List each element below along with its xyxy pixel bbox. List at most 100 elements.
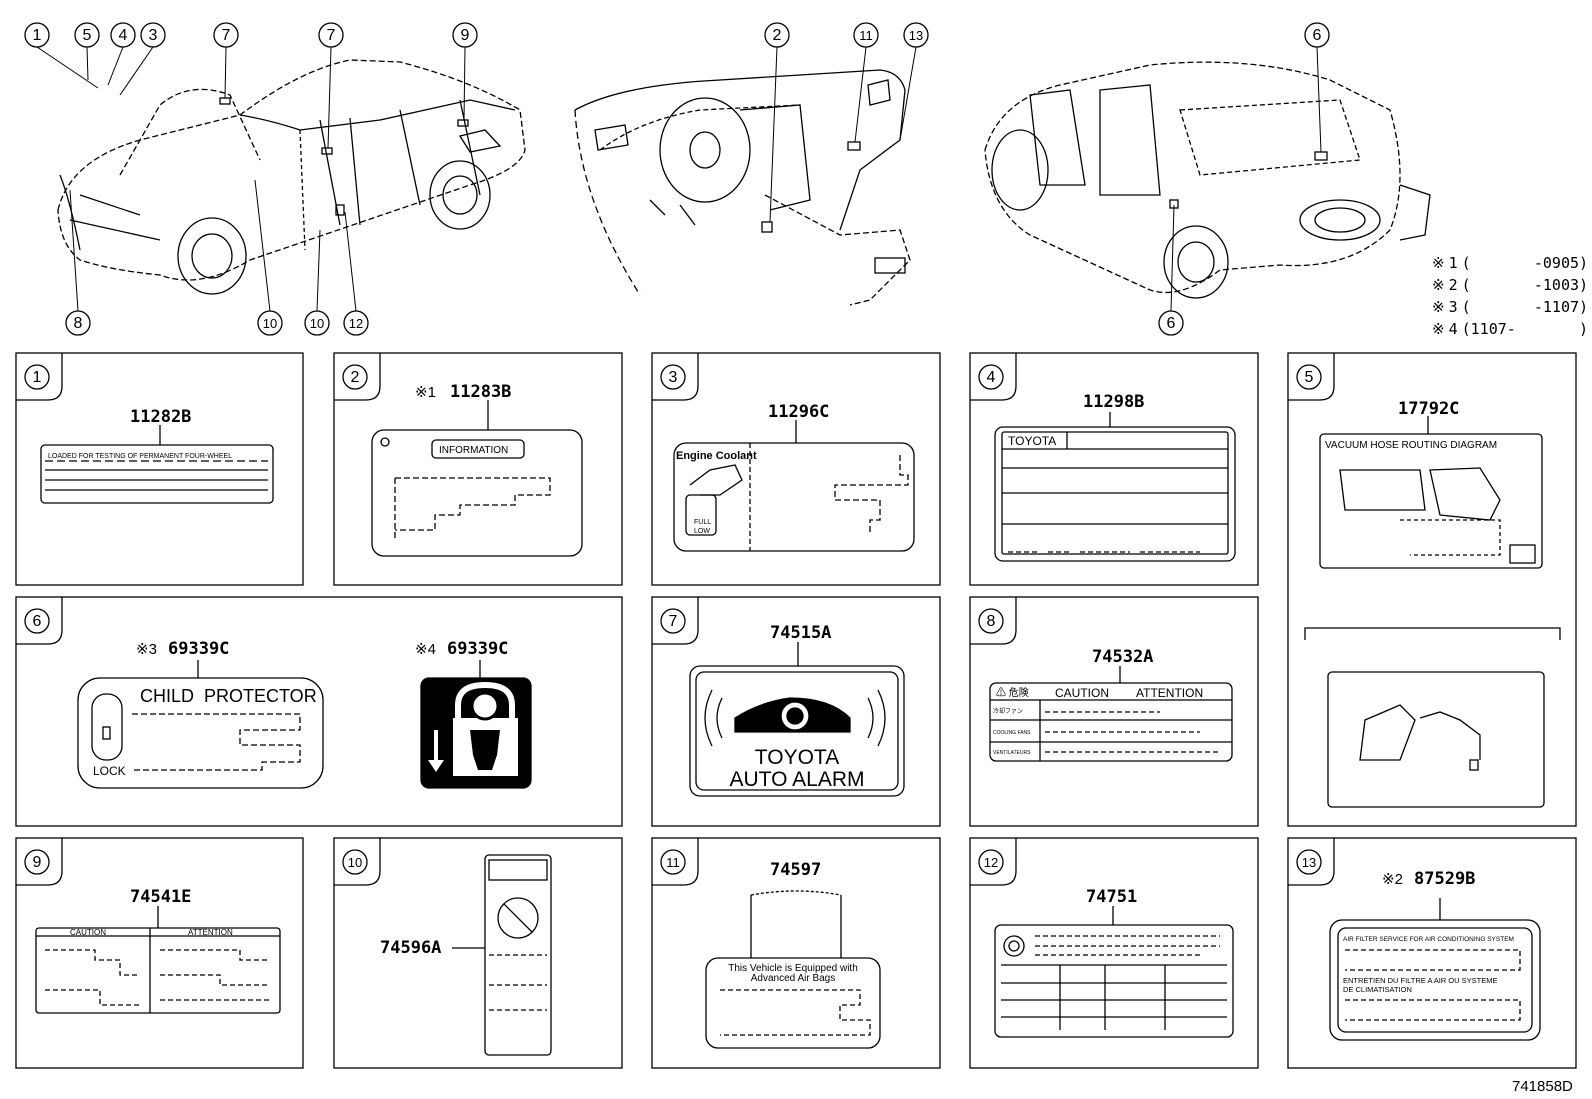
car-front-view xyxy=(57,59,526,295)
panel-10-number: 10 xyxy=(348,855,362,870)
panel-12-number: 12 xyxy=(984,855,998,870)
mark-69339C-b: ※4 xyxy=(415,641,436,658)
label-11282B-text: LOADED FOR TESTING OF PERMANENT FOUR-WHE… xyxy=(48,453,232,460)
label-74515A xyxy=(689,642,905,797)
note-mark: ※ xyxy=(1432,320,1445,338)
notes-legend: ※1( -0905) ※2( -1003) ※3( -1107) ※4(1107… xyxy=(1432,252,1588,340)
callout-7b: 7 xyxy=(327,27,336,44)
label-74532A-row1: 冷却ファン xyxy=(993,707,1023,715)
label-74597-line1: This Vehicle is Equipped with xyxy=(728,963,858,974)
part-number-11282B: 11282B xyxy=(130,407,191,427)
callout-9: 9 xyxy=(461,27,470,44)
label-11283B xyxy=(371,400,583,557)
callout-11: 11 xyxy=(859,28,873,43)
callout-10b: 10 xyxy=(310,316,324,331)
part-number-87529B: 87529B xyxy=(1414,869,1475,889)
part-number-74751: 74751 xyxy=(1086,887,1137,907)
label-11283B-text: INFORMATION xyxy=(439,445,508,456)
mark-11283B: ※1 xyxy=(415,384,436,401)
label-11282B xyxy=(40,425,274,504)
label-74751 xyxy=(994,906,1234,1038)
label-87529B-line1: AIR FILTER SERVICE FOR AIR CONDITIONING … xyxy=(1343,936,1514,943)
label-74541E-attention: ATTENTION xyxy=(188,928,233,937)
note-range: ( -1107) xyxy=(1461,298,1589,316)
panel-6-number: 6 xyxy=(33,613,42,630)
label-lock: LOCK xyxy=(93,764,126,778)
panel-1-number: 1 xyxy=(33,369,42,386)
callout-5: 5 xyxy=(83,27,92,44)
part-number-69339C-a: 69339C xyxy=(168,639,229,659)
label-17792C xyxy=(1304,416,1561,808)
panel-2-number: 2 xyxy=(351,369,360,386)
callout-2: 2 xyxy=(773,27,782,44)
car-interior-view xyxy=(574,69,911,306)
note-range: ( -0905) xyxy=(1461,254,1589,272)
label-11298B xyxy=(994,412,1236,562)
callout-3: 3 xyxy=(149,27,158,44)
label-child-protector: CHILD PROTECTOR xyxy=(140,686,317,706)
part-number-11283B: 11283B xyxy=(450,382,511,402)
part-number-74596A: 74596A xyxy=(380,938,441,958)
part-number-74532A: 74532A xyxy=(1092,647,1153,667)
part-number-74541E: 74541E xyxy=(130,887,191,907)
label-69339C-child-protector xyxy=(77,660,324,789)
diagram-id: 741858D xyxy=(1512,1078,1573,1095)
panel-8-number: 8 xyxy=(987,613,996,630)
panel-3-number: 3 xyxy=(669,369,678,386)
leader-lines xyxy=(36,46,1322,312)
note-id: 1 xyxy=(1448,254,1458,272)
panel-9-number: 9 xyxy=(33,854,42,871)
part-number-74597: 74597 xyxy=(770,860,821,880)
label-74541E-caution: CAUTION xyxy=(70,928,106,937)
note-id: 4 xyxy=(1448,320,1458,338)
label-11296C xyxy=(673,420,915,552)
callout-1: 1 xyxy=(33,27,42,44)
label-17792C-text: VACUUM HOSE ROUTING DIAGRAM xyxy=(1325,440,1497,451)
callouts xyxy=(24,22,1330,336)
label-74532A xyxy=(989,666,1233,762)
label-74597-line2: Advanced Air Bags xyxy=(751,973,836,984)
label-74532A-row2: COOLING FANS xyxy=(993,730,1031,736)
part-number-11298B: 11298B xyxy=(1083,392,1144,412)
callout-8: 8 xyxy=(74,315,83,332)
label-74532A-danger: ⚠ 危険 xyxy=(996,687,1029,699)
callout-12: 12 xyxy=(349,316,363,331)
callout-6: 6 xyxy=(1313,27,1322,44)
note-row: ※4(1107- ) xyxy=(1432,318,1588,340)
mark-69339C-a: ※3 xyxy=(136,641,157,658)
label-87529B-line3: DE CLIMATISATION xyxy=(1343,985,1412,994)
note-row: ※3( -1107) xyxy=(1432,296,1588,318)
part-number-74515A: 74515A xyxy=(770,623,831,643)
label-74532A-caution: CAUTION xyxy=(1055,686,1109,700)
label-toyota: TOYOTA xyxy=(755,746,839,769)
part-number-69339C-b: 69339C xyxy=(447,639,508,659)
panel-frames xyxy=(15,352,1577,1069)
callout-7: 7 xyxy=(222,27,231,44)
label-74532A-attention: ATTENTION xyxy=(1136,686,1203,700)
panel-tabs xyxy=(16,353,1335,886)
note-mark: ※ xyxy=(1432,276,1445,294)
label-74541E xyxy=(35,906,281,1014)
note-mark: ※ xyxy=(1432,298,1445,316)
mark-87529B: ※2 xyxy=(1382,871,1403,888)
note-range: (1107- ) xyxy=(1461,320,1589,338)
label-87529B xyxy=(1329,898,1541,1041)
panel-5-number: 5 xyxy=(1305,369,1314,386)
callout-6b: 6 xyxy=(1167,315,1176,332)
panel-7-number: 7 xyxy=(669,613,678,630)
panel-11-number: 11 xyxy=(666,855,680,870)
label-74597 xyxy=(705,890,881,1049)
label-11298B-text: TOYOTA xyxy=(1008,434,1056,448)
callout-10: 10 xyxy=(263,316,277,331)
label-11296C-full: FULL xyxy=(694,519,711,526)
part-number-11296C: 11296C xyxy=(768,402,829,422)
label-69339C-lock-icon xyxy=(420,660,532,789)
label-auto-alarm: AUTO ALARM xyxy=(730,768,865,791)
label-74596A xyxy=(452,854,552,1056)
panel-4-number: 4 xyxy=(987,369,996,386)
panel-13-number: 13 xyxy=(1302,855,1316,870)
note-id: 3 xyxy=(1448,298,1458,316)
part-number-17792C: 17792C xyxy=(1398,399,1459,419)
callout-4: 4 xyxy=(119,27,128,44)
